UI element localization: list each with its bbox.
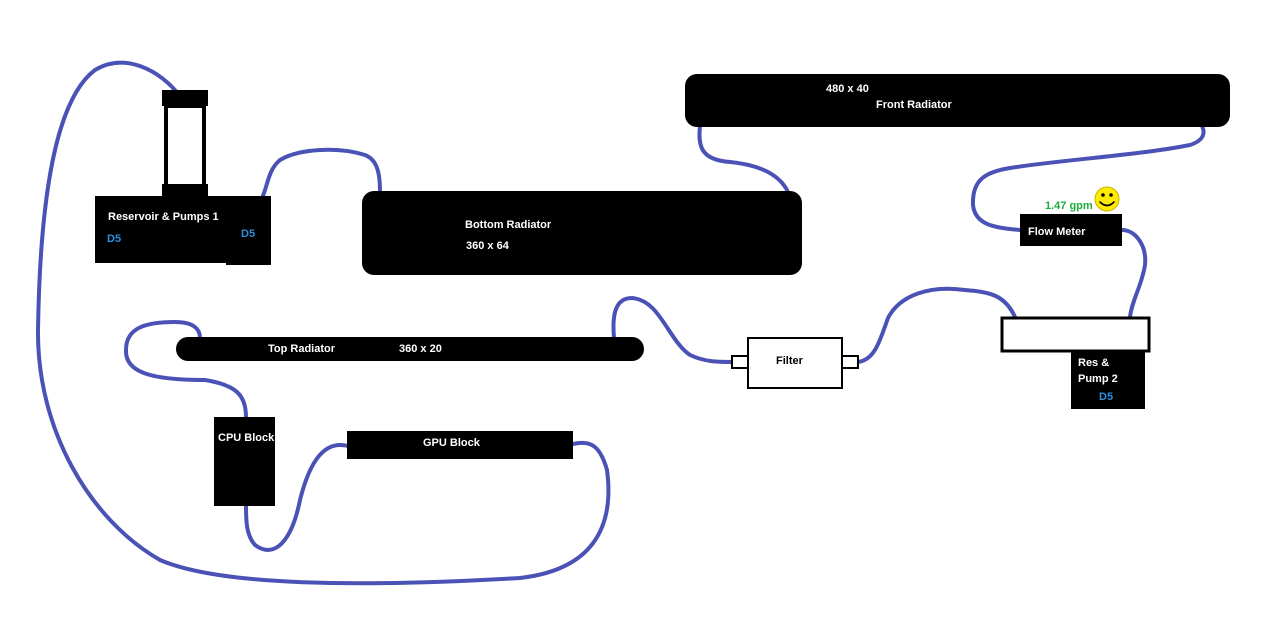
pump-2-label: D5: [1099, 391, 1113, 403]
tube-front-radiator-to-bottom-radiator: [697, 124, 790, 194]
filter-outlet: [841, 355, 859, 369]
top-radiator-body: [176, 337, 644, 361]
tube-flowmeter-to-front-radiator: [970, 124, 1206, 232]
cpu-block-body: [214, 417, 275, 506]
filter-body: [747, 337, 843, 389]
reservoir-assembly: Reservoir & Pumps 1 D5 D5: [95, 90, 271, 265]
res-pump-2-label-line2: Pump 2: [1078, 373, 1118, 385]
tube-cpu-to-top-radiator: [123, 320, 248, 419]
pump-1-right-block: [226, 196, 271, 265]
top-radiator: Top Radiator 360 x 20: [176, 337, 644, 361]
tube-top-radiator-to-filter: [611, 296, 734, 364]
pump-2-body: [1071, 352, 1145, 409]
flow-meter-label: Flow Meter: [1028, 226, 1086, 238]
tube-bottom-radiator-to-pump: [260, 147, 382, 200]
gpu-block-label: GPU Block: [423, 437, 481, 449]
front-radiator-body: [685, 74, 1230, 127]
top-radiator-size: 360 x 20: [399, 343, 442, 355]
bottom-radiator: Bottom Radiator 360 x 64: [362, 191, 802, 275]
tube-reservoir-to-gpu: [35, 60, 611, 586]
reservoir-cap: [162, 90, 208, 106]
filter-label: Filter: [776, 355, 804, 367]
res-pump-2-label-line1: Res &: [1078, 357, 1109, 369]
bottom-radiator-name: Bottom Radiator: [465, 219, 552, 231]
bottom-radiator-size: 360 x 64: [466, 240, 510, 252]
cpu-block-label: CPU Block: [218, 432, 275, 444]
gpu-block-body: [347, 431, 573, 459]
bottom-radiator-body: [362, 191, 802, 275]
reservoir-label: Reservoir & Pumps 1: [108, 211, 219, 223]
gpu-block: GPU Block: [347, 431, 573, 459]
pump-1-label-right: D5: [241, 228, 255, 240]
front-radiator-name: Front Radiator: [876, 99, 952, 111]
res-2-body: [1000, 316, 1151, 353]
front-radiator: 480 x 40 Front Radiator: [685, 74, 1230, 127]
front-radiator-size: 480 x 40: [826, 83, 869, 95]
tube-gpu-to-cpu: [244, 442, 350, 552]
top-radiator-name: Top Radiator: [268, 343, 336, 355]
cpu-block: CPU Block: [214, 417, 275, 506]
reservoir-tube: [164, 104, 206, 188]
flow-meter-body: [1020, 214, 1122, 246]
flow-meter: Flow Meter 1.47 gpm: [1020, 186, 1122, 246]
res-pump-2: Res & Pump 2 D5: [1000, 316, 1151, 409]
pump-1-block: [95, 196, 227, 263]
tube-filter-to-res2: [856, 286, 1017, 364]
flow-meter-reading: 1.47 gpm: [1045, 200, 1093, 212]
smiley-icon: [1094, 186, 1120, 212]
pump-1-label-left: D5: [107, 233, 121, 245]
tube-res2-to-flowmeter: [1120, 228, 1148, 319]
filter-inlet: [731, 355, 749, 369]
tubing: [35, 60, 1206, 586]
filter: Filter: [731, 337, 859, 389]
